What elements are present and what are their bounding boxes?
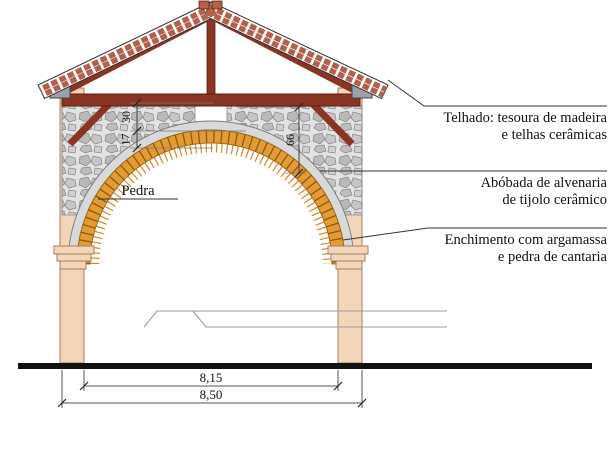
ground-line	[18, 363, 592, 369]
dim-text-span-outer: 8,50	[200, 387, 223, 402]
vault-brick-joints	[77, 130, 345, 265]
label-enchimento-line2: e pedra de cantaria	[498, 249, 608, 265]
annotation-labels: Telhado: tesoura de madeira e telhas cer…	[121, 110, 607, 265]
right-tile-row-2	[205, 9, 385, 98]
roof-tiles	[37, 0, 389, 100]
dim-text-17: 17	[119, 134, 133, 146]
left-tile-row-1	[39, 4, 215, 92]
break-diagonal-upper	[143, 310, 158, 328]
dim-tick	[357, 398, 367, 408]
label-telhado-line1: Telhado: tesoura de madeira	[443, 110, 607, 126]
dim-text-span-inner: 8,15	[200, 370, 223, 385]
label-pedra: Pedra	[121, 183, 155, 199]
left-capital-echinus	[56, 253, 92, 262]
bottom-dimensions: 8,15 8,50	[57, 370, 367, 408]
label-telhado-line2: e telhas cerâmicas	[502, 127, 608, 143]
left-capital-abacus	[53, 245, 95, 255]
dim-tick	[132, 126, 142, 136]
tie-beam	[61, 93, 361, 107]
label-abobada-line2: de tijolo cerâmico	[502, 192, 607, 208]
dim-tick	[79, 381, 89, 391]
king-post	[206, 13, 216, 97]
dim-tick	[333, 381, 343, 391]
left-tile-row-2	[41, 9, 217, 98]
ridge-tile-right	[211, 0, 223, 10]
right-capital-echinus	[330, 253, 366, 262]
left-capital-neck	[59, 260, 87, 270]
dim-tick	[294, 102, 304, 112]
dim-tick	[294, 168, 304, 178]
leader-telhado	[387, 79, 607, 107]
dim-tick	[132, 143, 142, 153]
dim-tick	[132, 98, 142, 108]
dim-tick	[57, 398, 67, 408]
capitals	[53, 245, 369, 270]
leader-lines	[98, 79, 607, 241]
label-enchimento-line1: Enchimento com argamassa	[445, 232, 608, 248]
dim-text-66: 66	[283, 134, 297, 146]
level-break-lines	[143, 310, 447, 328]
leader-enchimento	[342, 227, 607, 241]
dim-text-30: 30	[119, 111, 133, 123]
ridge-tile-left	[198, 0, 210, 10]
right-capital-abacus	[327, 245, 369, 255]
right-tile-row-1	[207, 4, 388, 92]
upper-dimensions: 30 17 66	[119, 98, 306, 178]
break-diagonal-lower	[192, 310, 207, 328]
label-abobada-line1: Abóbada de alvenaria	[481, 175, 608, 191]
right-capital-neck	[335, 260, 363, 270]
